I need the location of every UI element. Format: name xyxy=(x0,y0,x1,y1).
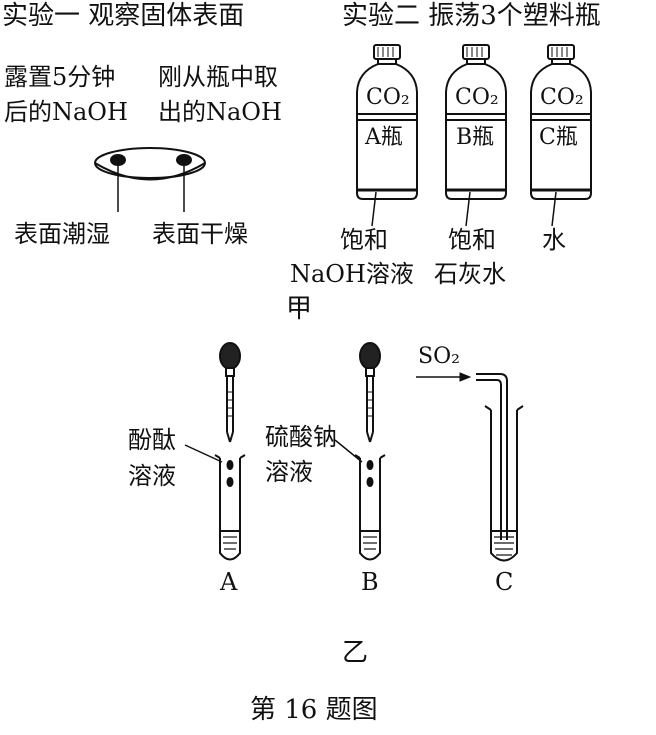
bottle-a-liquid-1: 饱和 xyxy=(340,226,388,254)
watch-glass xyxy=(94,147,206,181)
exp1-right-label-2: 出的NaOH xyxy=(158,98,282,126)
bottle-c-label: C瓶 xyxy=(539,125,578,150)
caption-jia: 甲 xyxy=(286,294,313,324)
bottle-b xyxy=(445,44,507,200)
exp1-dry-label: 表面干燥 xyxy=(152,220,248,248)
bottle-b-label: B瓶 xyxy=(456,125,495,150)
bottle-a-gas: CO₂ xyxy=(366,85,410,110)
bottle-b-gas: CO₂ xyxy=(455,85,499,110)
dropper-a xyxy=(219,342,241,443)
droplet-a1 xyxy=(226,460,234,470)
gas-delivery-tube xyxy=(476,373,508,540)
dropper-b xyxy=(359,342,381,443)
tube-a-reagent-1: 酚酞 xyxy=(128,426,176,454)
leader-reagent-a xyxy=(184,444,223,463)
leader-bottle-c xyxy=(551,191,557,227)
so2-label: SO₂ xyxy=(418,344,460,369)
leader-reagent-b xyxy=(334,439,363,463)
bottle-b-liquid-1: 饱和 xyxy=(448,226,496,254)
bottle-b-liquid-2: 石灰水 xyxy=(434,260,506,288)
leader-bottle-b xyxy=(465,191,471,227)
exp1-left-label-1: 露置5分钟 xyxy=(4,63,116,91)
figure-caption: 第 16 题图 xyxy=(250,695,378,725)
test-tube-b xyxy=(354,454,386,561)
tube-a-letter: A xyxy=(220,568,238,596)
test-tube-c xyxy=(484,405,524,562)
bottle-c-gas: CO₂ xyxy=(540,85,584,110)
exp1-moist-label: 表面潮湿 xyxy=(14,220,110,248)
bottle-a-label: A瓶 xyxy=(365,125,403,150)
exp2-title: 实验二 振荡3个塑料瓶 xyxy=(342,1,601,31)
bottle-c xyxy=(530,44,592,200)
tube-b-letter: B xyxy=(361,568,379,596)
so2-arrow xyxy=(416,372,472,382)
bottle-a xyxy=(356,44,418,200)
caption-yi: 乙 xyxy=(342,638,369,668)
bottle-a-liquid-2: NaOH溶液 xyxy=(290,260,414,288)
tube-b-reagent-1: 硫酸钠 xyxy=(265,423,337,451)
droplet-a2 xyxy=(226,477,234,487)
droplet-b2 xyxy=(366,477,374,487)
test-tube-a xyxy=(214,454,246,561)
droplet-b1 xyxy=(366,460,374,470)
tube-a-reagent-2: 溶液 xyxy=(128,462,176,490)
leader-bottle-a xyxy=(371,191,377,227)
exp1-title: 实验一 观察固体表面 xyxy=(2,1,245,31)
tube-b-reagent-2: 溶液 xyxy=(265,458,313,486)
tube-c-letter: C xyxy=(495,568,514,596)
exp1-right-label-1: 刚从瓶中取 xyxy=(158,63,278,91)
exp1-left-label-2: 后的NaOH xyxy=(4,98,128,126)
bottle-c-liquid: 水 xyxy=(542,226,566,254)
